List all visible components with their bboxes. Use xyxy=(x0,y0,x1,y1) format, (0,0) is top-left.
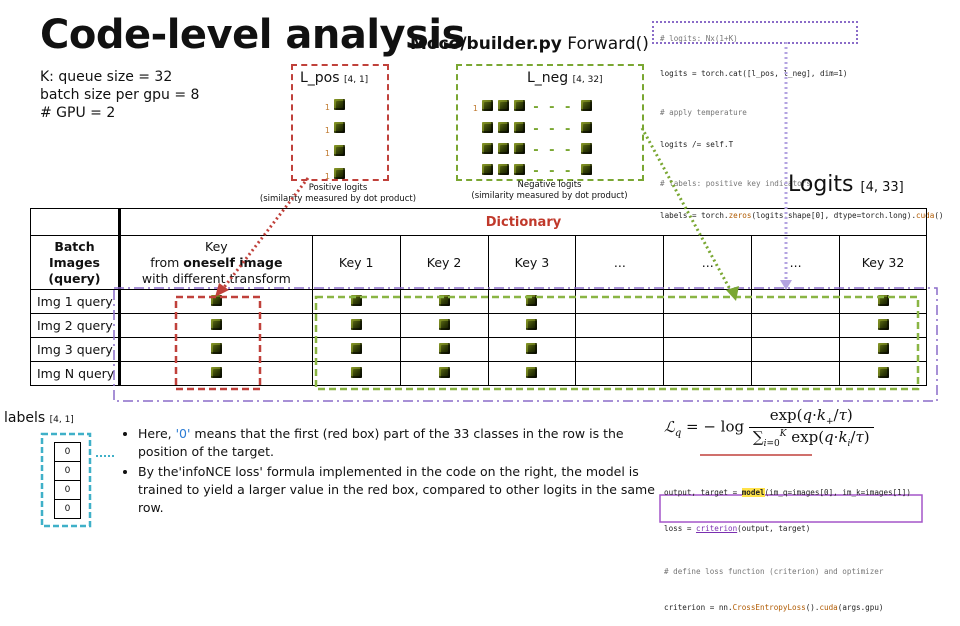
code-line: # logits: Nx(1+K) xyxy=(660,34,738,43)
labels-vector: 0 0 0 0 xyxy=(54,442,81,519)
positive-column-box xyxy=(174,295,262,391)
column-header: Key 32 xyxy=(839,235,927,290)
column-header: ... xyxy=(575,235,665,290)
table-row: Img 3 query xyxy=(30,337,927,362)
lpos-matrix: 1 1 1 1 xyxy=(318,95,345,187)
bullet-item: By the'infoNCE loss' formula implemented… xyxy=(138,463,658,517)
column-header: Key 1 xyxy=(311,235,401,290)
cube-icon xyxy=(334,145,345,156)
parameters: K: queue size = 32 batch size per gpu = … xyxy=(40,68,199,122)
subtitle-file: Moco/builder.py xyxy=(410,34,562,54)
subtitle-func: Forward() xyxy=(567,34,649,54)
infonce-formula: ℒq = − log exp(q·k+/τ) ∑i=0K exp(q·ki/τ) xyxy=(664,406,874,449)
param-queue-size: K: queue size = 32 xyxy=(40,69,173,85)
cube-icon xyxy=(334,122,345,133)
negative-region-box xyxy=(314,295,920,391)
code-line: logits /= self.T xyxy=(660,139,734,149)
code-line: logits = torch.cat([l_pos, l_neg], dim=1… xyxy=(660,68,848,78)
column-header: Key 3 xyxy=(487,235,577,290)
lpos-label: L_pos [4, 1] xyxy=(300,70,369,86)
logits-label: Logits [4, 33] xyxy=(788,172,904,197)
param-gpu: # GPU = 2 xyxy=(40,105,116,121)
explanation-bullets: Here, '0' means that the first (red box)… xyxy=(120,425,658,519)
column-header: Key 2 xyxy=(399,235,489,290)
cube-icon xyxy=(334,99,345,110)
code-line: # apply temperature xyxy=(660,108,747,117)
key-positive-header: Key from oneself image with different tr… xyxy=(118,235,313,290)
cube-icon xyxy=(334,168,345,179)
labels-title: labels [4, 1] xyxy=(4,410,74,426)
lneg-matrix: 1 - - - - - - - - - - - - xyxy=(470,96,593,181)
slide-title: Code-level analysis xyxy=(40,12,465,58)
code-bottom: output, target = model(im_q=images[0], i… xyxy=(664,463,911,626)
logits-region-box xyxy=(113,287,938,402)
param-batch-size: batch size per gpu = 8 xyxy=(40,87,200,103)
lneg-caption: Negative logits(similarity measured by d… xyxy=(471,180,628,201)
lneg-label: L_neg [4, 32] xyxy=(527,70,603,86)
lneg-box xyxy=(456,64,644,181)
code-line: loss = criterion(output, target) xyxy=(664,524,811,533)
slide-subtitle: Moco/builder.py Forward() xyxy=(410,34,649,54)
table-row: Img 2 query xyxy=(30,313,927,338)
code-line: # define loss function (criterion) and o… xyxy=(664,567,884,576)
lpos-box xyxy=(291,64,389,181)
lpos-caption: Positive logits(similarity measured by d… xyxy=(259,183,417,204)
code-line: criterion = nn.CrossEntropyLoss().cuda(a… xyxy=(664,603,884,612)
overlay-arrows xyxy=(40,42,938,528)
bullet-item: Here, '0' means that the first (red box)… xyxy=(138,425,658,461)
code-line: output, target = model(im_q=images[0], i… xyxy=(664,488,911,497)
table-row: Img N query xyxy=(30,361,927,386)
code-line: # labels: positive key indicators xyxy=(660,179,811,188)
logits-code-highlight xyxy=(652,21,858,44)
